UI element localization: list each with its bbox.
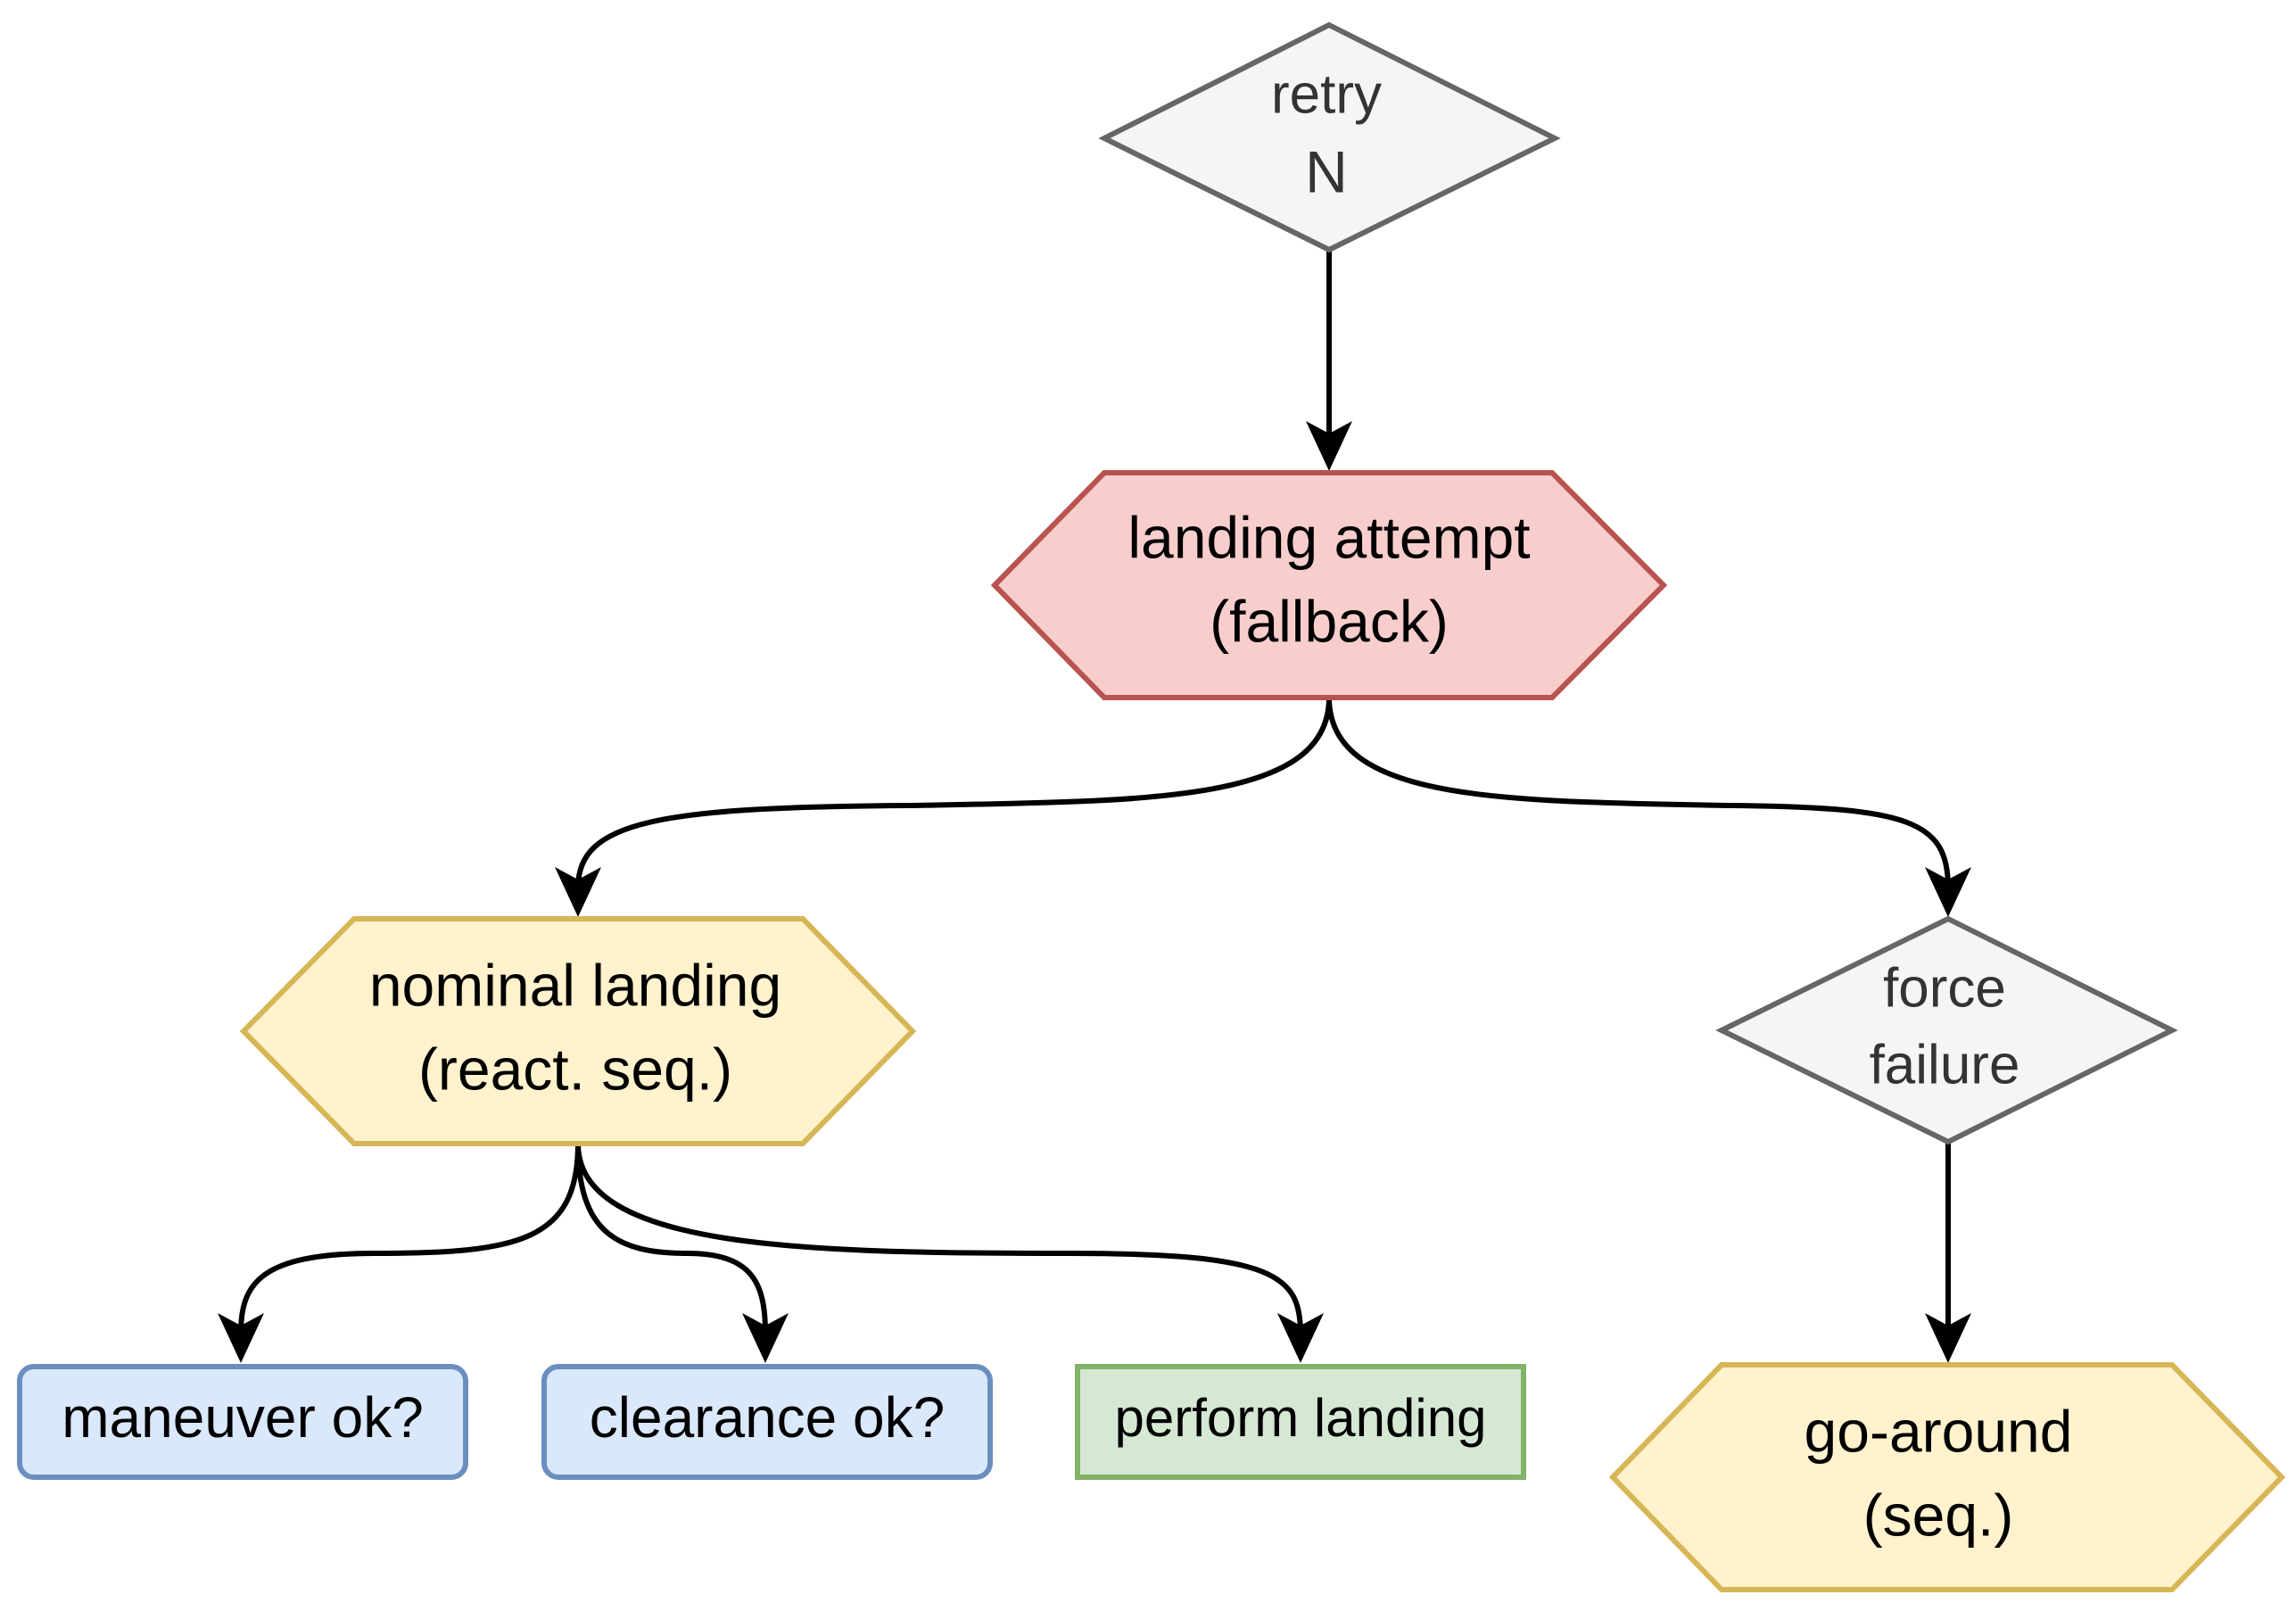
go-around-hexagon xyxy=(1608,1362,2286,1592)
nominal-landing-hexagon xyxy=(239,916,917,1146)
go-around-title: go-around xyxy=(1805,1398,2073,1464)
edges xyxy=(218,250,1971,1363)
force-failure-line1: force xyxy=(1883,957,2006,1019)
perform-landing-label: perform landing xyxy=(1115,1388,1487,1448)
retry-label: retry xyxy=(1271,63,1382,125)
maneuver-ok-box xyxy=(17,1364,468,1480)
arrowhead-icon xyxy=(555,867,601,917)
landing-attempt-subtitle: (fallback) xyxy=(1210,588,1449,654)
node-landing-attempt[interactable]: landing attempt (fallback) xyxy=(990,470,1668,700)
nominal-landing-subtitle: (react. seq.) xyxy=(418,1036,732,1102)
arrowhead-icon xyxy=(1925,1313,1971,1363)
landing-attempt-hexagon xyxy=(990,470,1668,700)
maneuver-ok-label: maneuver ok? xyxy=(62,1385,424,1450)
edge-nominal-landing-to-maneuver-ok xyxy=(238,1143,581,1334)
nominal-landing-title: nominal landing xyxy=(369,952,781,1018)
node-retry[interactable]: retry N xyxy=(1098,21,1561,253)
node-perform-landing[interactable]: perform landing xyxy=(1075,1364,1526,1480)
force-failure-line2: failure xyxy=(1870,1034,2020,1095)
node-clearance-ok[interactable]: clearance ok? xyxy=(541,1364,993,1480)
edge-nominal-landing-to-clearance-ok xyxy=(575,1143,768,1334)
landing-attempt-title: landing attempt xyxy=(1127,504,1530,570)
node-force-failure[interactable]: force failure xyxy=(1715,915,2178,1145)
clearance-ok-box xyxy=(541,1364,993,1480)
node-nominal-landing[interactable]: nominal landing (react. seq.) xyxy=(239,916,917,1146)
force-failure-diamond xyxy=(1715,915,2178,1145)
arrowhead-icon xyxy=(1925,867,1971,917)
go-around-subtitle: (seq.) xyxy=(1863,1482,2014,1548)
node-maneuver-ok[interactable]: maneuver ok? xyxy=(17,1364,468,1480)
edge-landing-attempt-to-force-failure xyxy=(1326,697,1951,888)
arrowhead-icon xyxy=(218,1313,264,1363)
node-go-around[interactable]: go-around (seq.) xyxy=(1608,1362,2286,1592)
edge-nominal-landing-to-perform-landing xyxy=(575,1143,1303,1334)
arrowhead-icon xyxy=(742,1313,789,1363)
edge-landing-attempt-to-nominal-landing xyxy=(575,697,1332,888)
retry-diamond xyxy=(1098,21,1561,253)
retry-count: N xyxy=(1305,138,1348,204)
arrowhead-icon xyxy=(1306,421,1352,471)
perform-landing-box xyxy=(1075,1364,1526,1480)
arrowhead-icon xyxy=(1277,1313,1324,1363)
clearance-ok-label: clearance ok? xyxy=(590,1385,945,1450)
